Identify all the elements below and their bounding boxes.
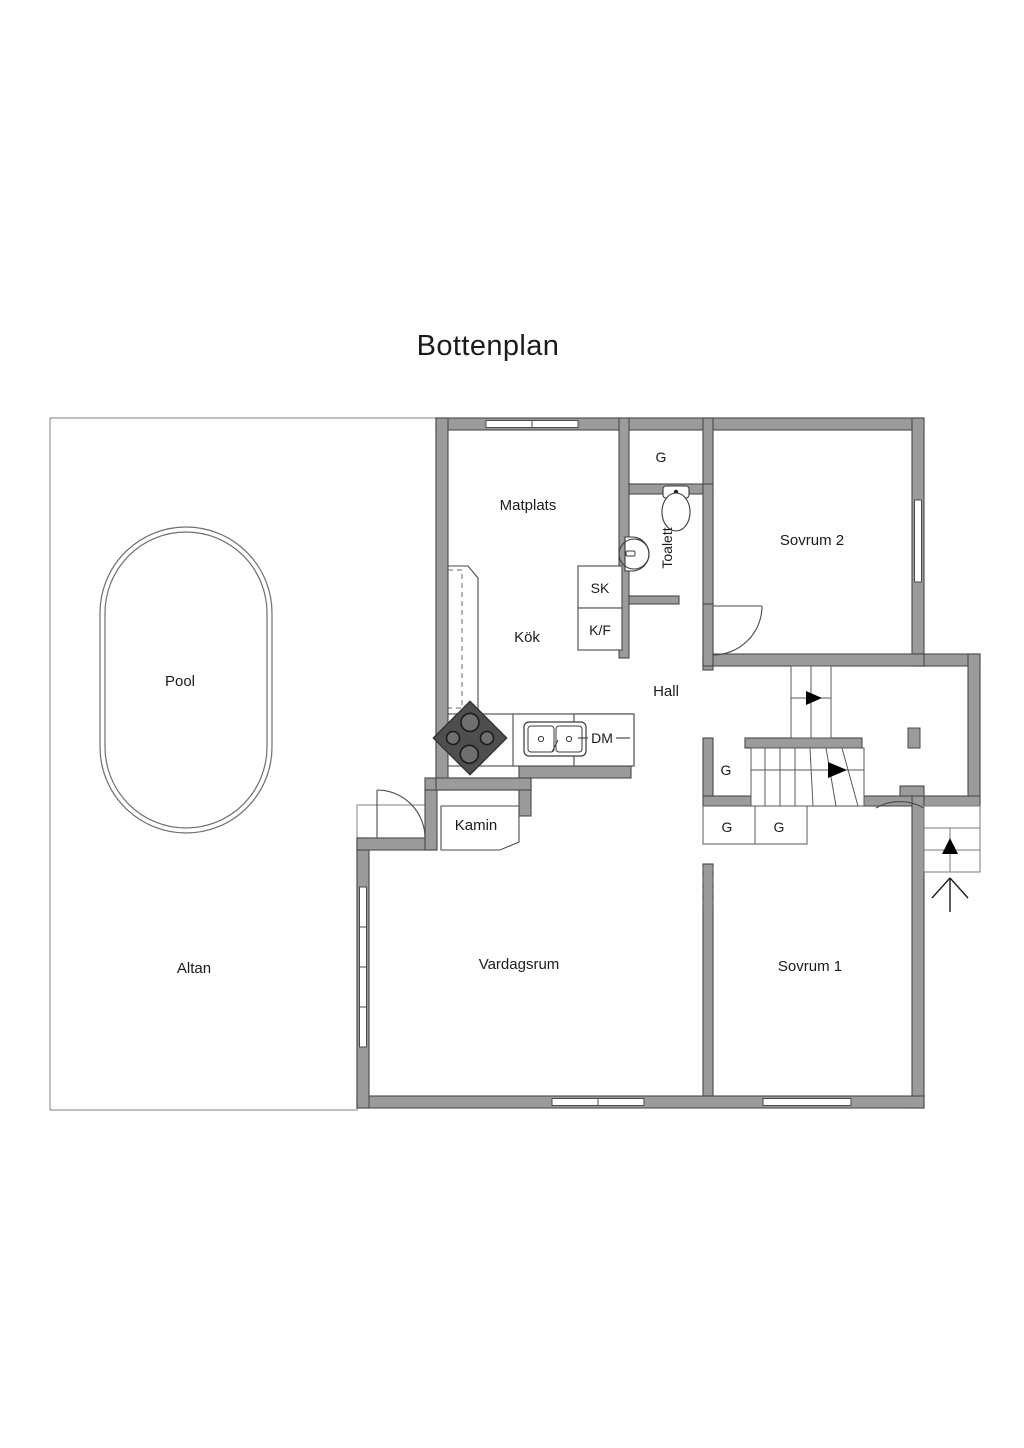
pool-basin xyxy=(99,526,273,834)
pantry-cabinet xyxy=(447,565,479,715)
room-label-sovrum1: Sovrum 1 xyxy=(778,958,842,975)
window-vardagsrum-left xyxy=(359,886,367,1048)
page-title: Bottenplan xyxy=(416,330,560,362)
room-label-altan: Altan xyxy=(177,960,211,977)
room-label-kamin: Kamin xyxy=(455,817,498,834)
bathroom-fixtures xyxy=(618,485,691,572)
room-label-matplats: Matplats xyxy=(500,497,557,514)
windows xyxy=(359,420,922,1106)
cabinet-label-kf: K/F xyxy=(589,622,611,638)
kamin-fireplace xyxy=(440,805,520,851)
stair-arrow-upper xyxy=(806,691,822,705)
closet-label-g-top: G xyxy=(656,449,667,465)
staircase-upper-flight xyxy=(790,665,832,739)
room-label-vardagsrum: Vardagsrum xyxy=(479,956,560,973)
sink-basin-fixture xyxy=(618,536,650,572)
kitchen-cabinetry xyxy=(432,565,635,776)
closet-labels: G G G G xyxy=(656,449,785,835)
room-label-hall: Hall xyxy=(653,683,679,700)
staircase-lower-flight xyxy=(750,747,865,807)
toilet-fixture xyxy=(661,485,691,532)
kitchen-sink-fixture xyxy=(523,721,587,757)
room-label-toalett: Toalett xyxy=(659,527,675,568)
window-vardagsrum-bottom xyxy=(551,1098,645,1106)
stove-cooktop-fixture xyxy=(432,700,508,776)
opening-vardagsrum-sovrum1 xyxy=(702,866,714,906)
cabinet-label-sk: SK xyxy=(591,580,610,596)
door-sovrum2 xyxy=(712,605,763,656)
room-labels: Pool Altan Matplats Kök SK K/F Toalett H… xyxy=(165,497,844,977)
room-label-pool: Pool xyxy=(165,673,195,690)
door-vardagsrum-terrace xyxy=(376,789,426,839)
room-label-kok: Kök xyxy=(514,629,540,646)
sk-cabinet xyxy=(577,565,623,609)
appliance-label-dm: DM xyxy=(591,730,613,746)
entrance-step-arrow xyxy=(942,838,958,854)
closet-label-g-lower-right: G xyxy=(774,819,785,835)
closet-label-g-lower-left: G xyxy=(722,819,733,835)
closet-boxes xyxy=(702,805,808,845)
room-label-sovrum2: Sovrum 2 xyxy=(780,532,844,549)
window-sovrum1-bottom xyxy=(762,1098,852,1106)
entrance-steps xyxy=(923,805,981,873)
window-matplats-top xyxy=(485,420,579,428)
hall-niche xyxy=(907,727,921,749)
closet-label-g-stairs: G xyxy=(721,762,732,778)
window-sovrum2-right xyxy=(914,499,922,583)
entrance-direction-arrow xyxy=(931,877,969,912)
kf-cabinet xyxy=(577,607,623,651)
stair-arrow-lower xyxy=(828,762,847,778)
staircase xyxy=(750,665,865,807)
